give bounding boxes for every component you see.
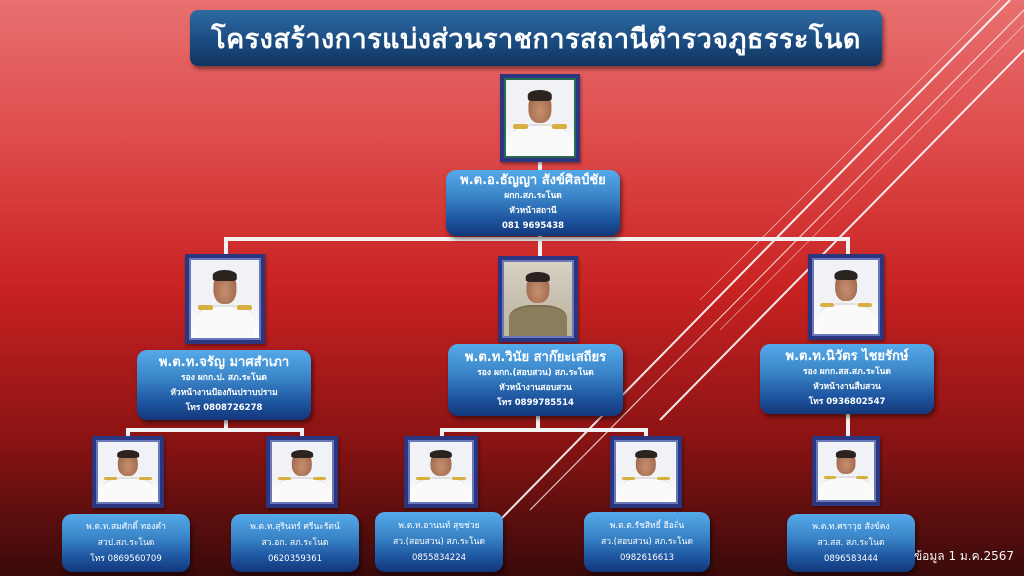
staff-5-name: พ.ต.ท.ศราวุธ สังข์คง <box>812 522 890 532</box>
deputy-3-position: รอง ผกก.สส.สภ.ระโนด <box>803 367 891 377</box>
staff-3-phone: 0855834224 <box>411 553 467 563</box>
data-date-note: ข้อมูล 1 ม.ค.2567 <box>913 549 1014 563</box>
staff-5-phone: 0896583444 <box>823 554 879 564</box>
deputy-3-card[interactable]: พ.ต.ท.นิวัตร ไชยรักษ์ รอง ผกก.สส.สภ.ระโน… <box>760 344 934 414</box>
staff-4-card[interactable]: พ.ต.ต.รัชสิทธิ์ ฮีอะั่น สว.(สอบสวน) สภ.ร… <box>584 512 710 572</box>
staff-2-card[interactable]: พ.ต.ท.สุรินทร์ ศรีนะรัตน์ สว.อก. สภ.ระโน… <box>231 514 359 572</box>
chief-name: พ.ต.อ.ธัญญา สังข์ศิลป์ชัย <box>460 173 606 188</box>
deputy-2-phone: โทร 0899785514 <box>497 398 574 408</box>
staff-3-position: สว.(สอบสวน) สภ.ระโนด <box>393 537 485 547</box>
deputy-1-card[interactable]: พ.ต.ท.จรัญ มาศสำเภา รอง ผกก.ป. สภ.ระโนด … <box>137 350 311 420</box>
staff-2-phone: 0620359361 <box>267 554 323 564</box>
chief-card[interactable]: พ.ต.อ.ธัญญา สังข์ศิลป์ชัย ผกก.สภ.ระโนด ห… <box>446 170 620 236</box>
staff-1-phone: โทร 0869560709 <box>90 554 162 564</box>
deputy-2-photo <box>498 256 578 342</box>
chief-role: หัวหน้าสถานี <box>509 206 557 216</box>
staff-1-position: สวป.สภ.ระโนด <box>97 538 155 548</box>
deputy-3-role: หัวหน้างานสืบสวน <box>813 382 881 392</box>
staff-3-name: พ.ต.ท.อานนท์ สุขช่วย <box>398 521 480 531</box>
staff-3-photo <box>404 436 478 508</box>
deputy-3-photo <box>808 254 884 340</box>
staff-3-card[interactable]: พ.ต.ท.อานนท์ สุขช่วย สว.(สอบสวน) สภ.ระโน… <box>375 512 503 572</box>
connector-left-branch-drop-a <box>126 428 130 440</box>
staff-5-photo <box>812 436 880 506</box>
connector-center-branch-horizontal <box>440 428 648 432</box>
page-title: โครงสร้างการแบ่งส่วนราชการสถานีตำรวจภูธร… <box>190 10 882 66</box>
connector-left-branch-drop-b <box>300 428 304 440</box>
connector-left-drop <box>224 237 228 257</box>
staff-2-position: สว.อก. สภ.ระโนด <box>261 538 329 548</box>
connector-center-drop <box>538 237 542 259</box>
connector-top-horizontal <box>224 237 850 241</box>
deputy-2-position: รอง ผกก.(สอบสวน) สภ.ระโนด <box>477 368 594 378</box>
chief-photo <box>500 74 580 162</box>
deputy-2-role: หัวหน้างานสอบสวน <box>499 383 572 393</box>
deputy-1-phone: โทร 0808726278 <box>185 403 263 413</box>
deputy-1-role: หัวหน้างานป้องกันปราบปราม <box>170 388 278 398</box>
staff-1-name: พ.ต.ท.สมศักดิ์ ทองคำ <box>86 522 166 532</box>
staff-5-card[interactable]: พ.ต.ท.ศราวุธ สังข์คง สว.สส. สภ.ระโนด 089… <box>787 514 915 572</box>
chief-position: ผกก.สภ.ระโนด <box>504 191 562 201</box>
connector-right-drop <box>846 237 850 257</box>
deputy-1-position: รอง ผกก.ป. สภ.ระโนด <box>181 373 267 383</box>
staff-5-position: สว.สส. สภ.ระโนด <box>817 538 885 548</box>
deputy-3-phone: โทร 0936802547 <box>808 397 886 407</box>
deputy-1-name: พ.ต.ท.จรัญ มาศสำเภา <box>158 355 290 370</box>
connector-center-branch-drop-a <box>440 428 444 440</box>
connector-center-branch-vertical <box>536 416 540 430</box>
chief-phone: 081 9695438 <box>501 221 565 231</box>
staff-4-position: สว.(สอบสวน) สภ.ระโนด <box>601 537 693 547</box>
connector-center-branch-drop-b <box>644 428 648 440</box>
deputy-1-photo <box>185 254 265 344</box>
connector-left-branch-vertical <box>224 418 228 430</box>
staff-2-photo <box>266 436 338 508</box>
deputy-2-card[interactable]: พ.ต.ท.วินัย สาก๊ยะเสถียร รอง ผกก.(สอบสวน… <box>448 344 623 416</box>
staff-4-phone: 0982616613 <box>619 553 675 563</box>
staff-2-name: พ.ต.ท.สุรินทร์ ศรีนะรัตน์ <box>250 522 340 532</box>
connector-right-branch-vertical <box>846 414 850 440</box>
staff-1-photo <box>92 436 164 508</box>
staff-1-card[interactable]: พ.ต.ท.สมศักดิ์ ทองคำ สวป.สภ.ระโนด โทร 08… <box>62 514 190 572</box>
staff-4-name: พ.ต.ต.รัชสิทธิ์ ฮีอะั่น <box>609 521 685 531</box>
deputy-2-name: พ.ต.ท.วินัย สาก๊ยะเสถียร <box>464 350 607 365</box>
connector-left-branch-horizontal <box>126 428 304 432</box>
deputy-3-name: พ.ต.ท.นิวัตร ไชยรักษ์ <box>785 349 909 364</box>
staff-4-photo <box>610 436 682 508</box>
